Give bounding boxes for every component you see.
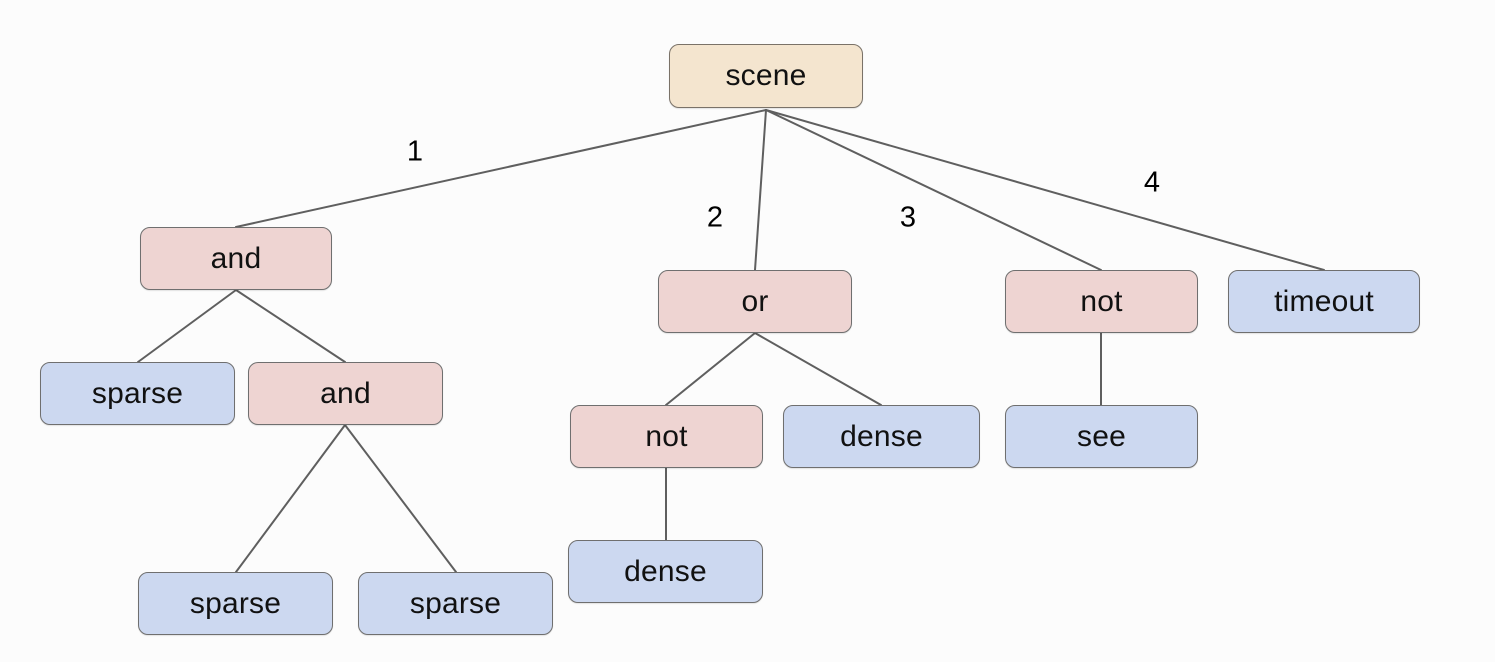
edge-or1-to-not2 [665,332,756,406]
tree-node-sparse2[interactable]: sparse [138,572,333,635]
tree-node-dense2[interactable]: dense [568,540,763,603]
tree-node-or1[interactable]: or [658,270,852,333]
edge-and1-to-sparse1 [137,289,237,363]
tree-node-see1[interactable]: see [1005,405,1198,468]
tree-node-timeout1[interactable]: timeout [1228,270,1420,333]
tree-node-label: not [1080,284,1123,318]
tree-node-not1[interactable]: not [1005,270,1198,333]
tree-node-label: see [1077,419,1126,453]
edge-scene-to-timeout1 [765,109,1325,271]
tree-node-and1[interactable]: and [140,227,332,290]
edge-and2-to-sparse2 [235,424,346,573]
tree-node-scene[interactable]: scene [669,44,863,108]
tree-node-not2[interactable]: not [570,405,763,468]
tree-node-label: dense [840,419,923,453]
tree-node-label: and [320,376,371,410]
tree-node-label: sparse [409,586,502,620]
tree-node-label: dense [624,554,707,588]
edge-or1-to-dense1 [754,332,882,406]
edge-scene-to-and1 [235,109,767,228]
tree-node-label: and [210,241,262,275]
tree-node-label: sparse [189,586,282,620]
edge-and2-to-sparse3 [344,424,457,573]
edge-and1-to-and2 [235,289,346,363]
tree-node-label: timeout [1274,284,1374,318]
edge-scene-to-or1 [754,109,767,271]
edge-label-scene-to-and1: 1 [406,135,424,168]
edge-label-scene-to-not1: 3 [899,201,917,234]
edge-scene-to-not1 [765,109,1102,271]
tree-node-sparse1[interactable]: sparse [40,362,235,425]
tree-node-label: sparse [91,376,184,410]
tree-node-and2[interactable]: and [248,362,443,425]
tree-node-label: scene [725,59,807,92]
edge-label-scene-to-timeout1: 4 [1143,166,1161,199]
tree-node-sparse3[interactable]: sparse [358,572,553,635]
tree-node-label: not [645,419,688,453]
tree-node-dense1[interactable]: dense [783,405,980,468]
edge-label-scene-to-or1: 2 [706,201,724,234]
tree-node-label: or [741,284,769,318]
